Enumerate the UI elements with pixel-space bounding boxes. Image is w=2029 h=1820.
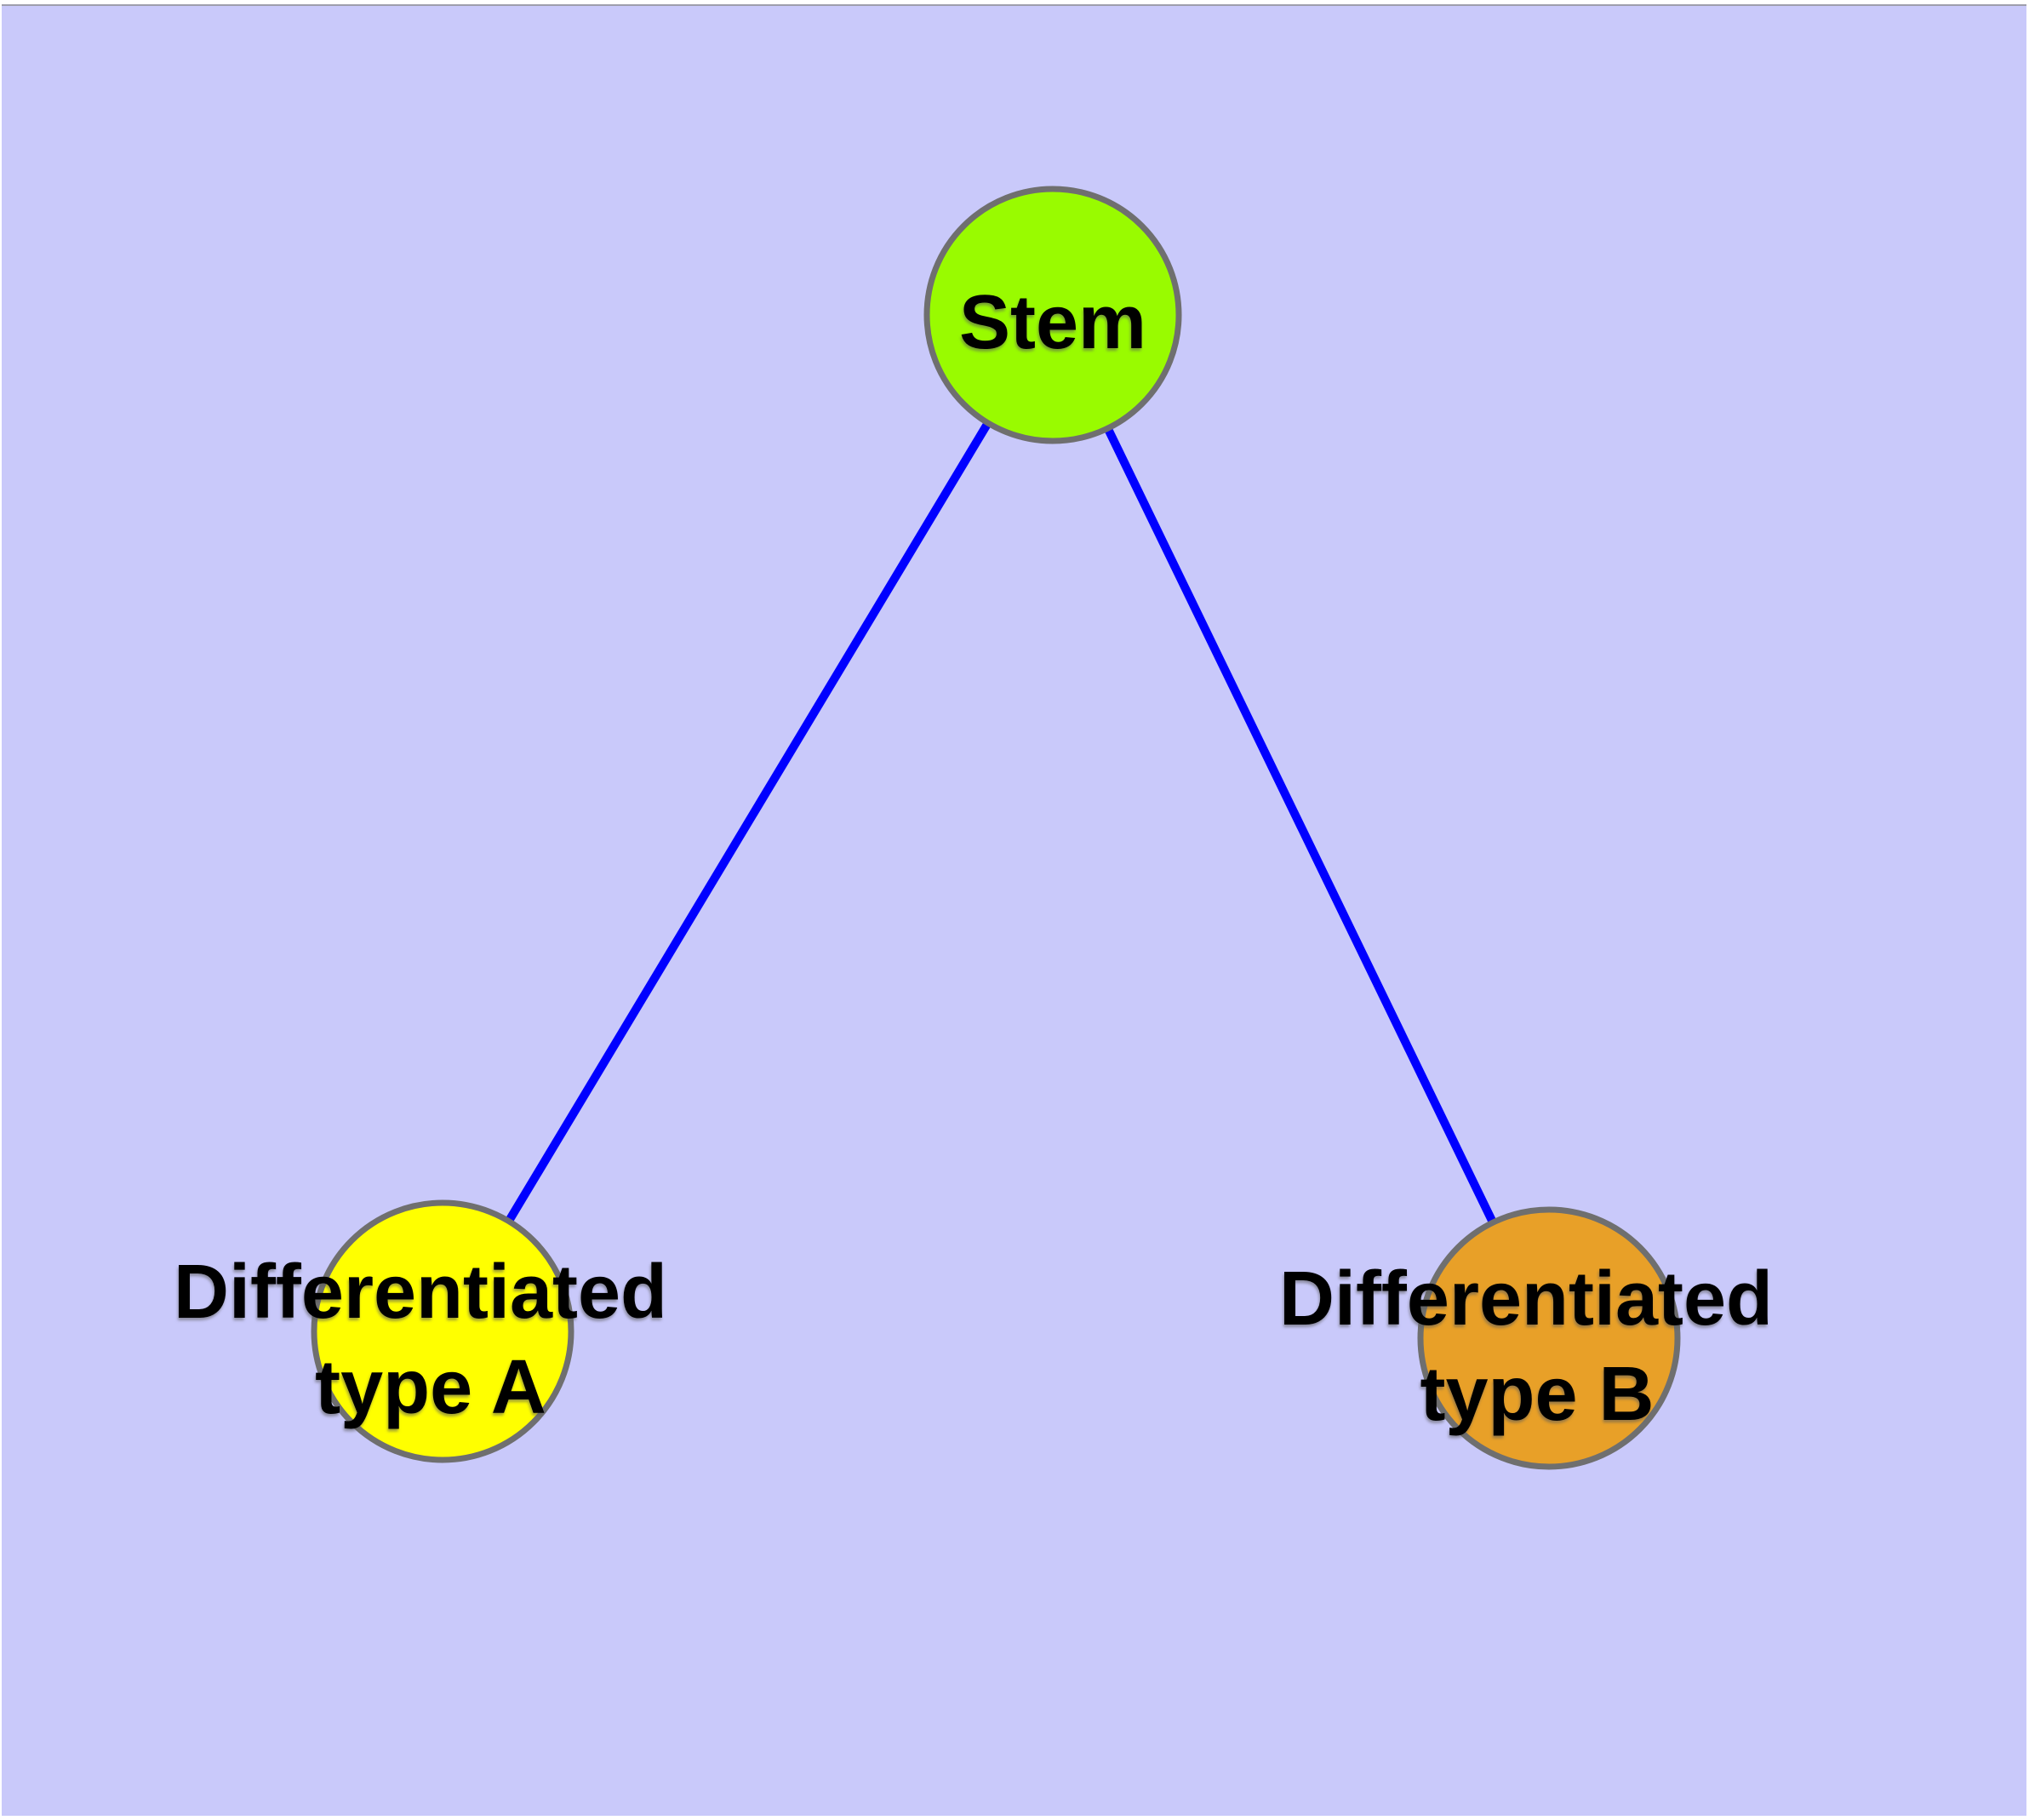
type-a-node-label-line2: type A <box>315 1345 546 1430</box>
stem-node-label: Stem <box>959 280 1146 365</box>
type-b-node-label-line2: type B <box>1420 1352 1654 1437</box>
stem-node[interactable] <box>923 186 1182 444</box>
edge-stem-to-type-b[interactable] <box>1049 312 1553 1341</box>
type-a-node-label-line1: Differentiated <box>174 1250 667 1335</box>
type-b-node-label-line1: Differentiated <box>1279 1256 1773 1342</box>
type-b-node[interactable] <box>1417 1206 1681 1470</box>
type-a-node[interactable] <box>311 1199 574 1463</box>
edge-stem-to-type-a[interactable] <box>438 312 1057 1334</box>
